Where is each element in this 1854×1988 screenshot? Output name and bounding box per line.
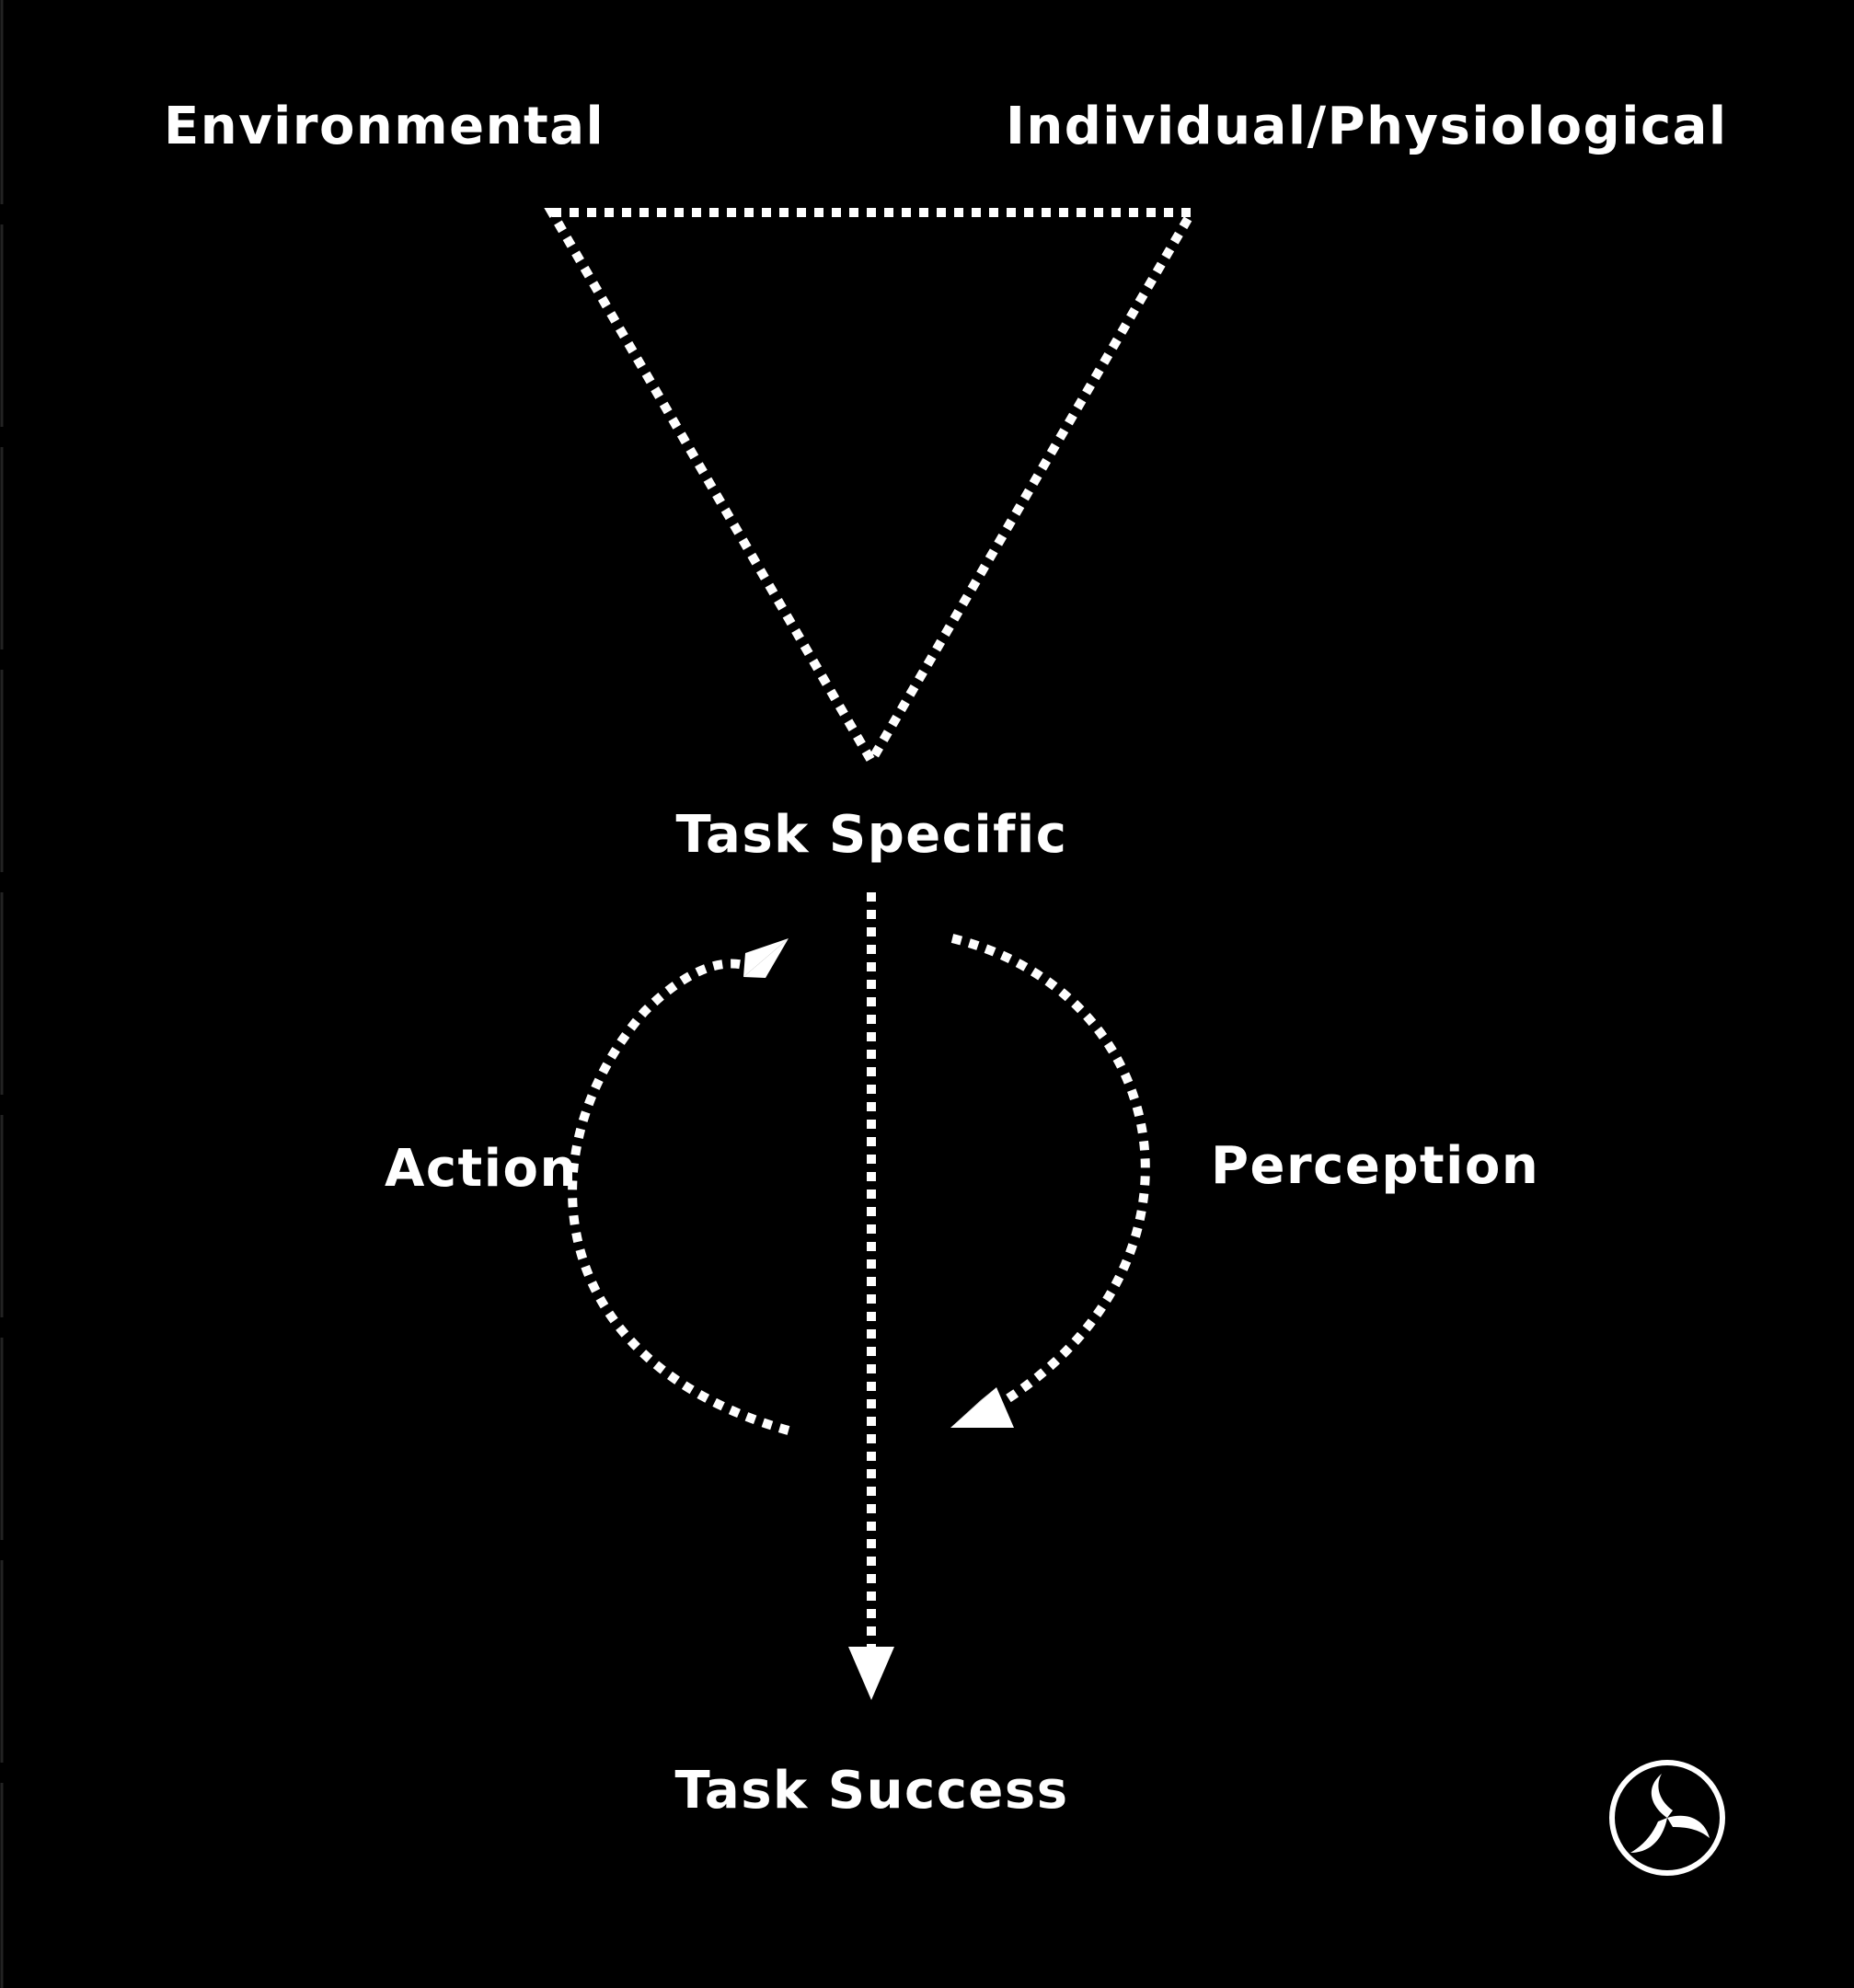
task-success-label: Task Success [674,1761,1069,1821]
spiral-logo-icon [1609,1760,1725,1876]
environmental-label: Environmental [164,97,605,156]
action-label: Action [385,1139,578,1199]
perception-arrow [950,934,1150,1428]
constraint-triangle [544,208,1200,770]
task-specific-label: Task Specific [675,805,1068,865]
individual-physiological-label: Individual/Physiological [1006,97,1728,156]
main-arrow [848,892,894,1700]
perception-label: Perception [1211,1136,1540,1196]
left-edge-marks [0,0,4,1988]
action-arrow [568,938,790,1435]
